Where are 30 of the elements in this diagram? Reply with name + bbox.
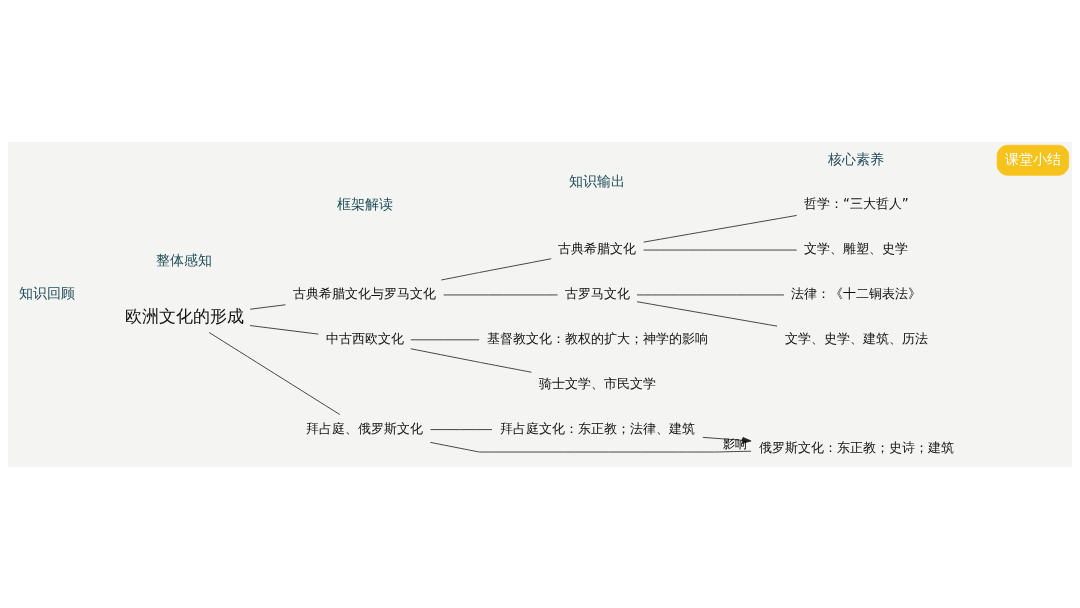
node-text: 文学、史学、建筑、历法 [784,330,928,346]
node-text: 古罗马文化 [564,285,630,301]
node-text: 欧洲文化的形成 [124,306,244,326]
node-text: 中古西欧文化 [325,330,404,346]
connector [429,441,752,452]
label: 知识回顾 [19,284,76,301]
edge-label: 影响 [722,436,747,451]
connector [249,303,286,310]
connector [441,257,552,280]
label: 核心素养 [828,150,885,167]
node-text: 法律：《十二铜表法》 [791,285,922,301]
node-text: 基督教文化：教权的扩大；神学的影响 [486,330,708,346]
label: 框架解读 [336,195,393,212]
label: 课堂小结 [1004,150,1061,167]
node-text: 拜占庭文化：东正教；法律、建筑 [499,420,695,436]
node-text: 文学、雕塑、史学 [804,240,909,256]
connector [430,428,493,430]
label: 整体感知 [156,251,213,268]
connector [208,331,341,415]
connector [249,324,319,335]
connector [643,214,798,243]
connector [410,347,532,373]
node-text: 哲学：“三大哲人” [803,195,909,211]
label: 知识输出 [569,172,626,189]
node-text: 俄罗斯文化：东正教；史诗；建筑 [758,439,954,455]
node-text: 拜占庭、俄罗斯文化 [306,420,424,436]
node-text: 古典希腊文化 [558,240,637,256]
connector [636,300,778,327]
node-text: 古典希腊文化与罗马文化 [293,285,437,301]
node-text: 骑士文学、市民文学 [538,375,656,391]
